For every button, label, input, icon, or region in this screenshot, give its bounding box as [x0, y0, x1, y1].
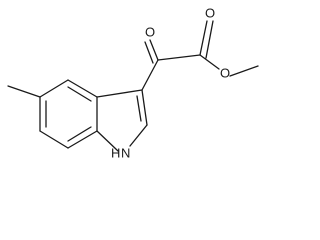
bond	[199, 54, 220, 70]
bond	[67, 86, 92, 102]
atom-label-n: N	[121, 146, 130, 161]
atom-label-h: H	[111, 146, 120, 161]
bond	[129, 124, 148, 147]
bond	[7, 85, 41, 98]
bond	[67, 79, 98, 98]
bond	[199, 20, 208, 56]
bond	[136, 95, 142, 122]
atom-label-o: O	[205, 6, 215, 21]
atom-label-o: O	[145, 25, 155, 40]
bond	[39, 79, 69, 98]
label-mask	[203, 6, 213, 20]
bond	[149, 39, 159, 61]
bond	[141, 89, 148, 126]
bond	[144, 41, 154, 64]
chemical-structure-diagram: O O O H N	[7, 6, 259, 161]
atom-label-o: O	[220, 66, 230, 81]
bond	[96, 89, 143, 98]
bond	[205, 20, 214, 59]
bond	[157, 54, 201, 61]
bond	[229, 65, 259, 77]
bond	[67, 130, 98, 149]
label-mask	[143, 25, 153, 39]
bond	[39, 130, 69, 149]
bond	[67, 126, 92, 142]
bond	[141, 59, 159, 91]
label-mask	[218, 66, 228, 80]
bond	[96, 130, 119, 152]
